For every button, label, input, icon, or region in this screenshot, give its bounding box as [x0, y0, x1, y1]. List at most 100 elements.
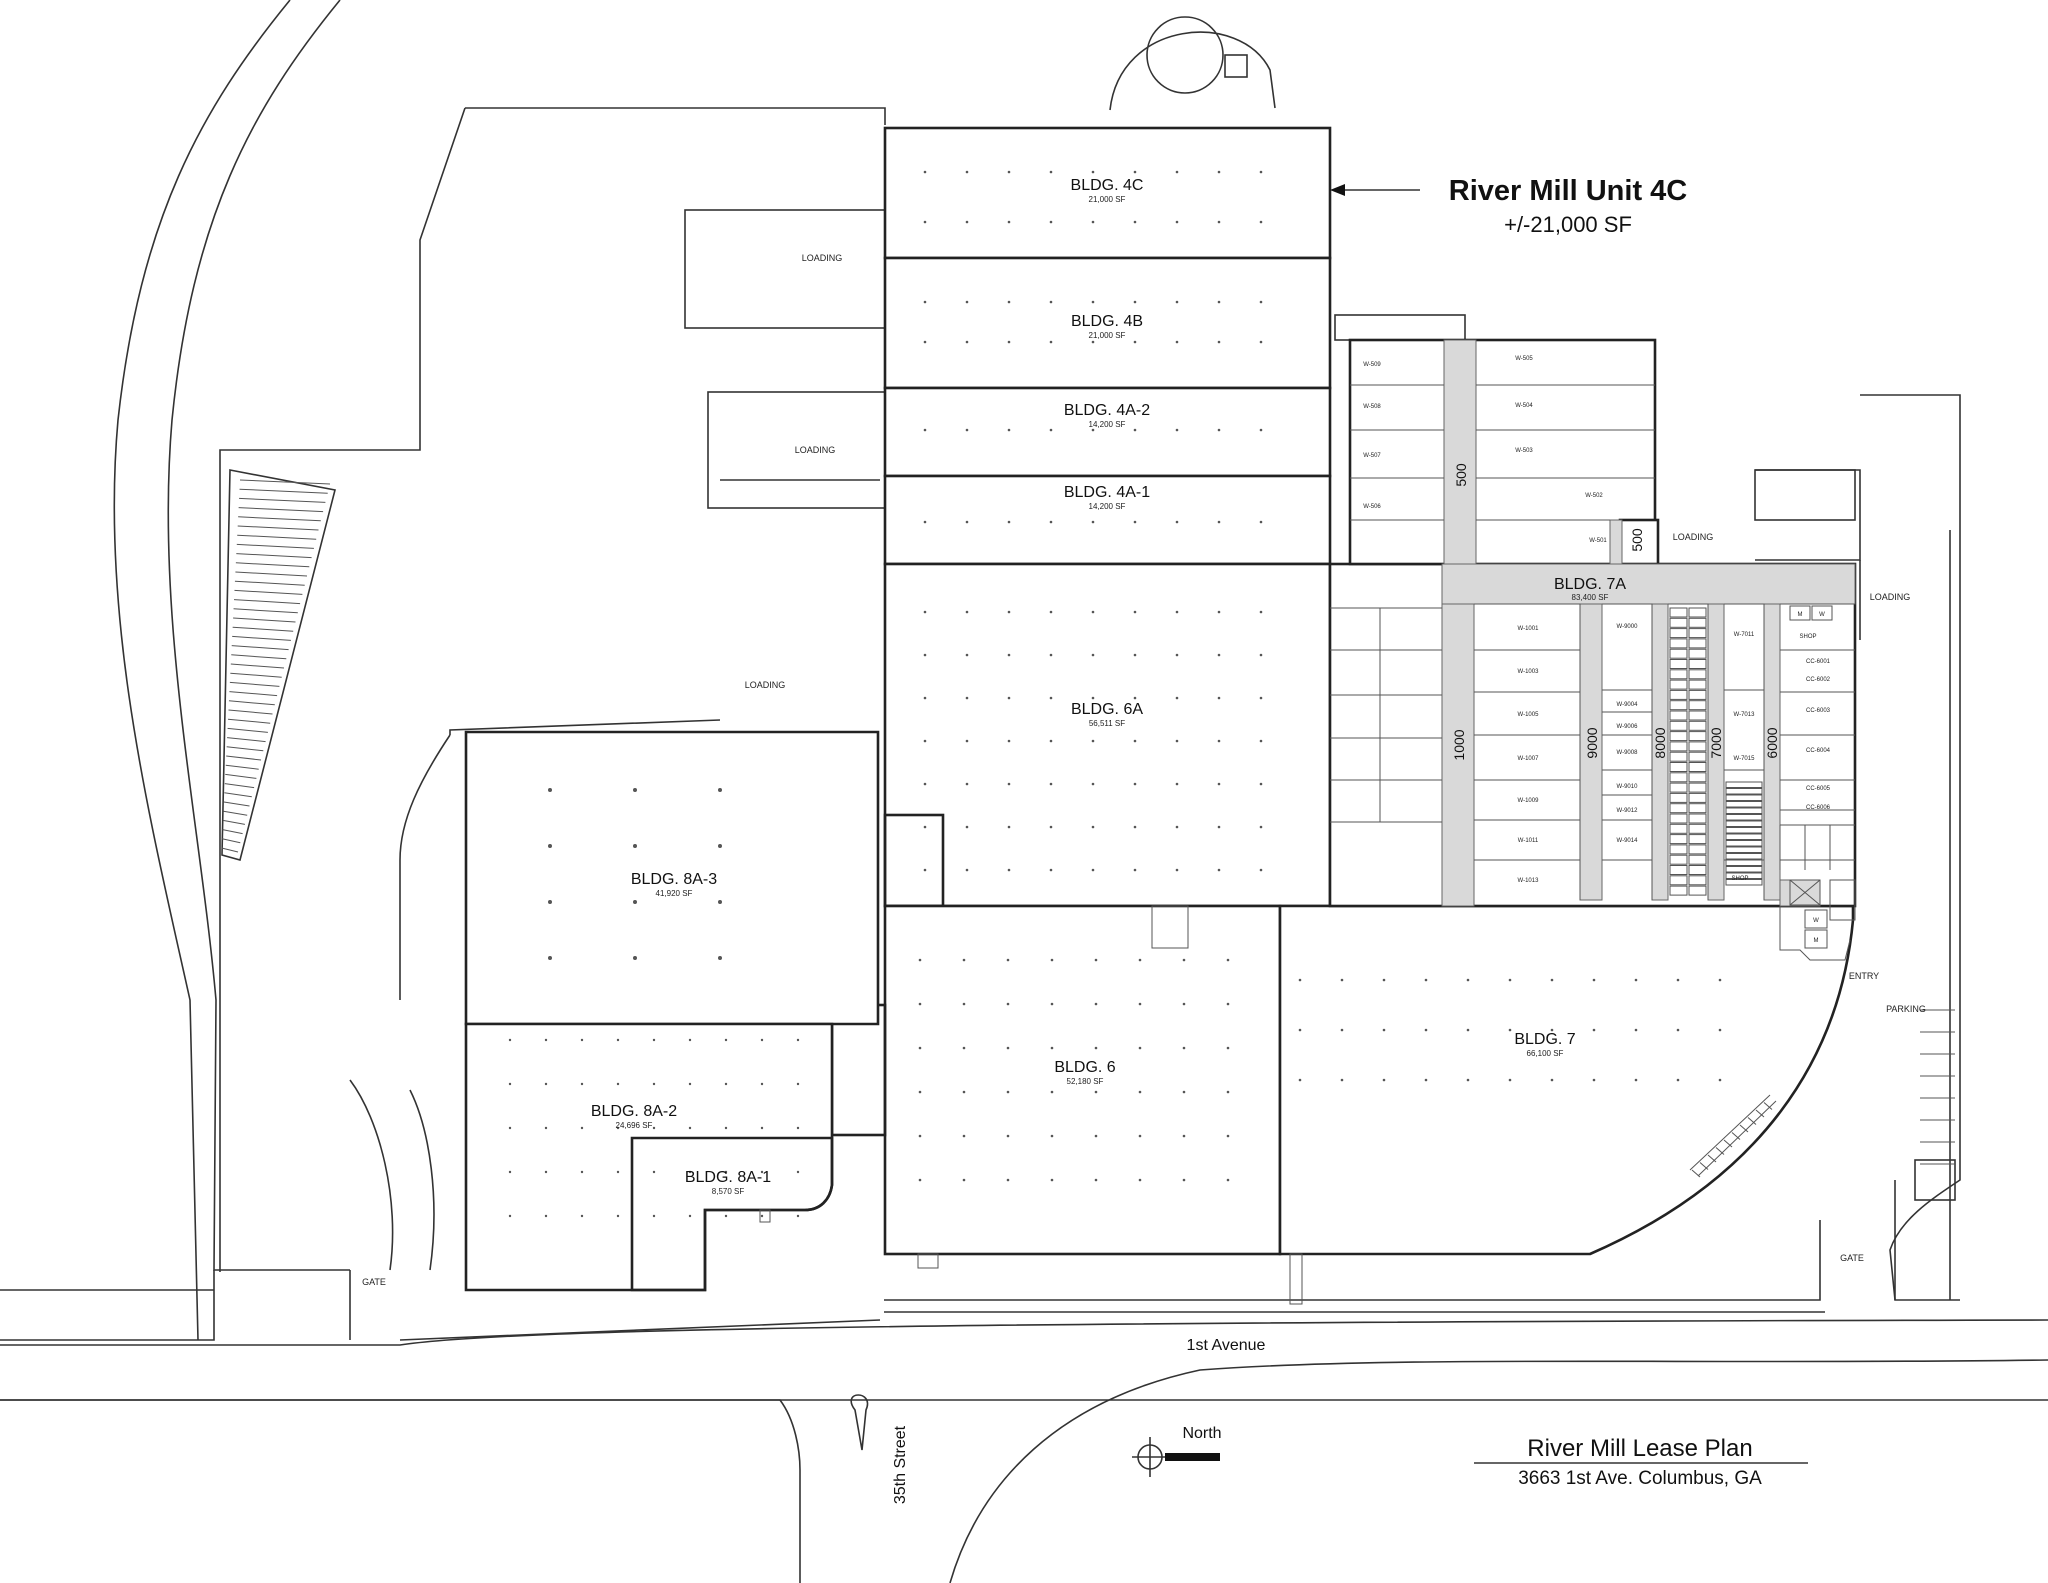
bldg-8a2-footprint[interactable]	[464, 1022, 834, 1292]
column-dot	[796, 1038, 800, 1042]
column-dot	[918, 958, 922, 962]
micro-unit-cell	[1725, 794, 1763, 801]
column-dot	[1007, 610, 1011, 614]
unit-label: W-7011	[1734, 632, 1755, 638]
unit-labels: W-509 W-508 W-507 W-506 W-505 W-504 W-50…	[1363, 356, 1830, 884]
micro-unit-cell	[1725, 820, 1763, 827]
column-dot	[760, 1170, 764, 1174]
corridor-1000: 1000	[1451, 729, 1467, 760]
unit-label: W-9010	[1617, 784, 1639, 790]
bldg-4b-footprint[interactable]	[883, 256, 1332, 390]
micro-unit-cell	[1688, 679, 1707, 690]
column-dot	[1049, 868, 1053, 872]
column-dot	[923, 868, 927, 872]
column-dot	[962, 958, 966, 962]
unit-label: W-1007	[1518, 756, 1540, 762]
column-dot	[1133, 220, 1137, 224]
column-dot	[1175, 340, 1179, 344]
loading-label-5: LOADING	[1870, 592, 1911, 602]
micro-unit-cell	[1669, 628, 1688, 639]
bldg-500-block[interactable]	[1348, 338, 1657, 566]
bldg-6a-footprint[interactable]	[883, 562, 1332, 908]
column-dot	[1226, 1134, 1230, 1138]
column-dot	[724, 1126, 728, 1130]
micro-unit-cell	[1669, 834, 1688, 845]
parking-stall-line	[239, 488, 328, 494]
micro-unit-cell	[1669, 617, 1688, 628]
column-dot	[923, 340, 927, 344]
column-dot	[1340, 978, 1344, 982]
column-dot	[1466, 1028, 1470, 1032]
unit-label: CC-6003	[1806, 708, 1831, 714]
shop-label-1: SHOP	[1799, 634, 1816, 640]
column-dot	[760, 1214, 764, 1218]
column-dot	[962, 1046, 966, 1050]
parking-stall-line	[233, 617, 296, 623]
column-dot	[1382, 1028, 1386, 1032]
unit-label: CC-6005	[1806, 786, 1831, 792]
ramp-line	[1739, 1124, 1749, 1133]
bldg-4a1-name: BLDG. 4A-1	[1064, 484, 1150, 501]
column-dot	[923, 696, 927, 700]
micro-unit-cell	[1688, 689, 1707, 700]
column-dot	[965, 782, 969, 786]
column-dot	[1592, 1078, 1596, 1082]
bldg-6-name: BLDG. 6	[1054, 1059, 1115, 1076]
corridor-numbers: 500 500 1000 9000 8000 7000 6000	[1451, 463, 1780, 760]
bldg-7-footprint[interactable]	[1278, 904, 1855, 1256]
micro-unit-cell	[1669, 669, 1688, 680]
column-dot	[508, 1082, 512, 1086]
column-dot	[652, 1170, 656, 1174]
column-dot	[688, 1082, 692, 1086]
bldg-8a1-footprint[interactable]	[630, 1136, 834, 1292]
column-dot	[1007, 340, 1011, 344]
micro-unit-cell	[1669, 648, 1688, 659]
micro-unit-cell	[1688, 669, 1707, 680]
parking-stall-line	[231, 654, 287, 660]
column-dot	[923, 653, 927, 657]
column-dot	[1259, 428, 1263, 432]
corridor-7000: 7000	[1708, 727, 1724, 758]
column-dot	[1006, 1178, 1010, 1182]
column-dot	[1718, 1028, 1722, 1032]
column-dot	[965, 428, 969, 432]
micro-unit-cell	[1688, 792, 1707, 803]
unit-label: W-509	[1363, 362, 1381, 368]
column-dot	[1508, 1078, 1512, 1082]
column-dot	[1094, 958, 1098, 962]
loading-label-4: LOADING	[1673, 532, 1714, 542]
column-dot	[1340, 1028, 1344, 1032]
building-labels: BLDG. 4C 21,000 SF BLDG. 4B 21,000 SF BL…	[591, 177, 1626, 1196]
column-dot	[633, 956, 637, 960]
unit-label: W-9006	[1617, 724, 1639, 730]
micro-unit-cell	[1688, 617, 1707, 628]
column-dot	[1550, 978, 1554, 982]
bldg-6-footprint[interactable]	[883, 904, 1282, 1256]
column-dot	[1091, 696, 1095, 700]
column-dot	[965, 653, 969, 657]
micro-unit-cell	[1725, 866, 1763, 873]
micro-unit-cell	[1669, 710, 1688, 721]
parking-stall-line	[222, 829, 243, 835]
column-dot	[1175, 170, 1179, 174]
bldg-8a3-footprint[interactable]	[464, 730, 880, 1026]
unit-label: W-1003	[1518, 669, 1540, 675]
column-dot	[1424, 1028, 1428, 1032]
micro-unit-cell	[1669, 638, 1688, 649]
parking-stall-line	[227, 727, 268, 733]
column-dot	[1175, 520, 1179, 524]
unit-label: W-503	[1515, 448, 1533, 454]
parking-stall-line	[236, 553, 312, 559]
column-dot	[1049, 300, 1053, 304]
bldg-4a1-area: 14,200 SF	[1089, 502, 1126, 511]
column-dot	[1007, 868, 1011, 872]
parking-stall-line	[239, 497, 326, 503]
column-dot	[652, 1126, 656, 1130]
micro-unit-cell	[1669, 885, 1688, 896]
bldg-4c-footprint[interactable]	[883, 126, 1332, 260]
column-dot	[1094, 1002, 1098, 1006]
unit-label: CC-6006	[1806, 805, 1831, 811]
bldg-4a2-footprint[interactable]	[883, 386, 1332, 478]
column-dot	[1007, 825, 1011, 829]
column-dot	[1091, 428, 1095, 432]
